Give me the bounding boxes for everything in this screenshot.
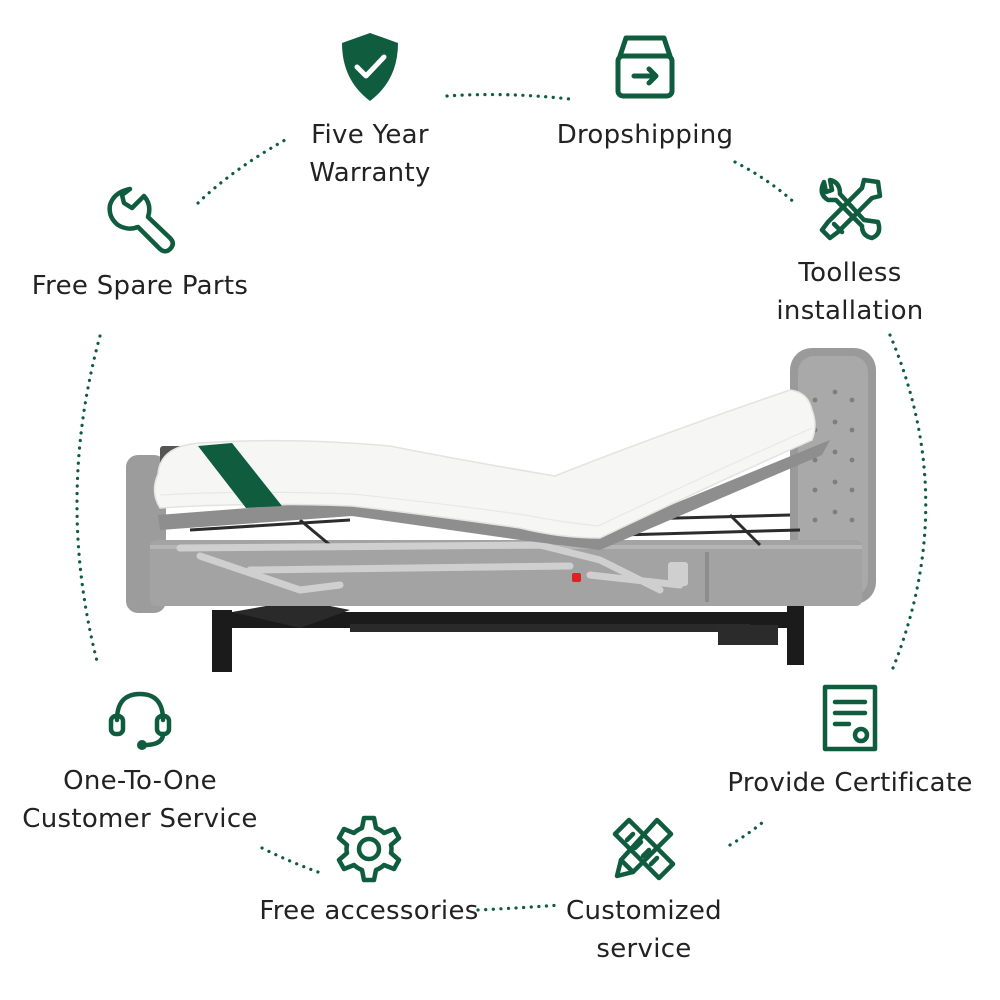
label-line: Customer Service <box>22 804 258 834</box>
screwdriver-wrench-icon <box>819 177 883 241</box>
connector-accessories-customized <box>476 903 562 912</box>
feature-accessories: Free accessories <box>238 812 500 930</box>
label-line: Five Year <box>311 120 429 150</box>
box-arrow-icon <box>615 35 675 99</box>
connector-customized-certificate <box>728 820 765 847</box>
label-line: installation <box>776 296 924 326</box>
certificate-icon <box>822 684 878 752</box>
feature-dropshipping-label: Dropshipping <box>545 116 745 154</box>
feature-spare-parts: Free Spare Parts <box>20 183 260 305</box>
feature-dropshipping: Dropshipping <box>545 32 745 154</box>
connector-spareparts-customerservice <box>75 334 102 667</box>
connector-toolless-certificate <box>888 333 928 670</box>
bed-mechanism <box>189 513 801 547</box>
feature-accessories-label: Free accessories <box>238 892 500 930</box>
label-line: Warranty <box>309 158 431 188</box>
mattress <box>153 389 816 539</box>
label-line: Toolless <box>798 258 902 288</box>
connector-customerservice-accessories <box>260 846 320 874</box>
label-line: Provide Certificate <box>727 768 973 798</box>
label-line: service <box>596 934 692 964</box>
actuator-bracket <box>668 562 688 586</box>
label-line: Dropshipping <box>556 120 734 150</box>
mattress-green-band <box>198 443 282 508</box>
feature-toolless: Toolless installation <box>760 172 940 330</box>
feature-spare-parts-label: Free Spare Parts <box>20 267 260 305</box>
connector-warranty-dropshipping <box>445 92 572 101</box>
feature-warranty: Five Year Warranty <box>290 30 450 192</box>
feature-customized-label: Customized service <box>554 892 734 968</box>
bed-base-frame <box>212 600 804 672</box>
feature-toolless-label: Toolless installation <box>760 254 940 330</box>
bed-deck <box>158 440 830 550</box>
connector-dropshipping-toolless <box>733 160 799 207</box>
label-line: Free Spare Parts <box>31 271 249 301</box>
label-line: One-To-One <box>63 766 217 796</box>
feature-customized: Customized service <box>554 812 734 968</box>
feature-warranty-label: Five Year Warranty <box>290 116 450 192</box>
label-line: Free accessories <box>259 896 479 926</box>
gear-icon <box>336 815 402 883</box>
shield-check-icon <box>342 33 398 101</box>
label-line: Customized <box>566 896 722 926</box>
feature-certificate: Provide Certificate <box>718 682 982 802</box>
feature-customer-service-label: One-To-One Customer Service <box>20 762 260 838</box>
feature-certificate-label: Provide Certificate <box>718 764 982 802</box>
actuator-arms <box>176 541 684 594</box>
feature-customer-service: One-To-One Customer Service <box>20 684 260 838</box>
wrench-icon <box>107 186 175 254</box>
pencil-ruler-icon <box>612 817 676 881</box>
headset-icon <box>108 691 172 750</box>
